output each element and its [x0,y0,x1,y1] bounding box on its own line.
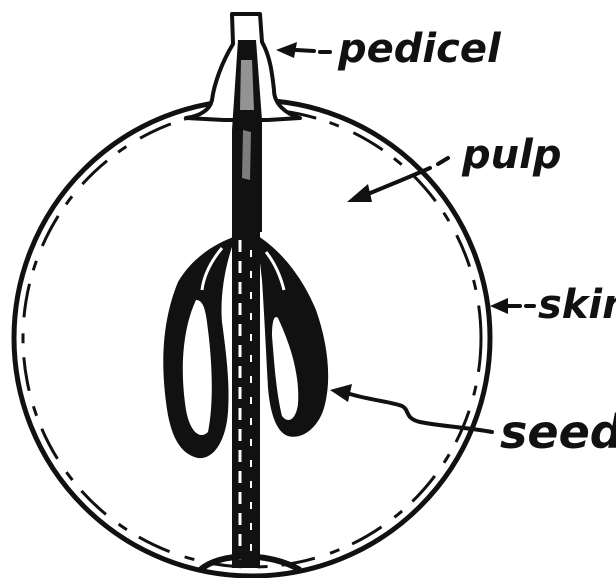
seed-left [163,236,236,458]
skin-pointer [490,298,534,314]
pedicel-label: pedicel [337,26,502,72]
seed-right [258,236,328,437]
skin-label: skin [538,282,616,328]
seed-pointer [330,384,492,432]
pedicel-pointer [276,42,330,58]
seed-label: seed [500,405,616,459]
pulp-label: pulp [461,132,561,178]
pedicel-stalk [186,14,300,232]
